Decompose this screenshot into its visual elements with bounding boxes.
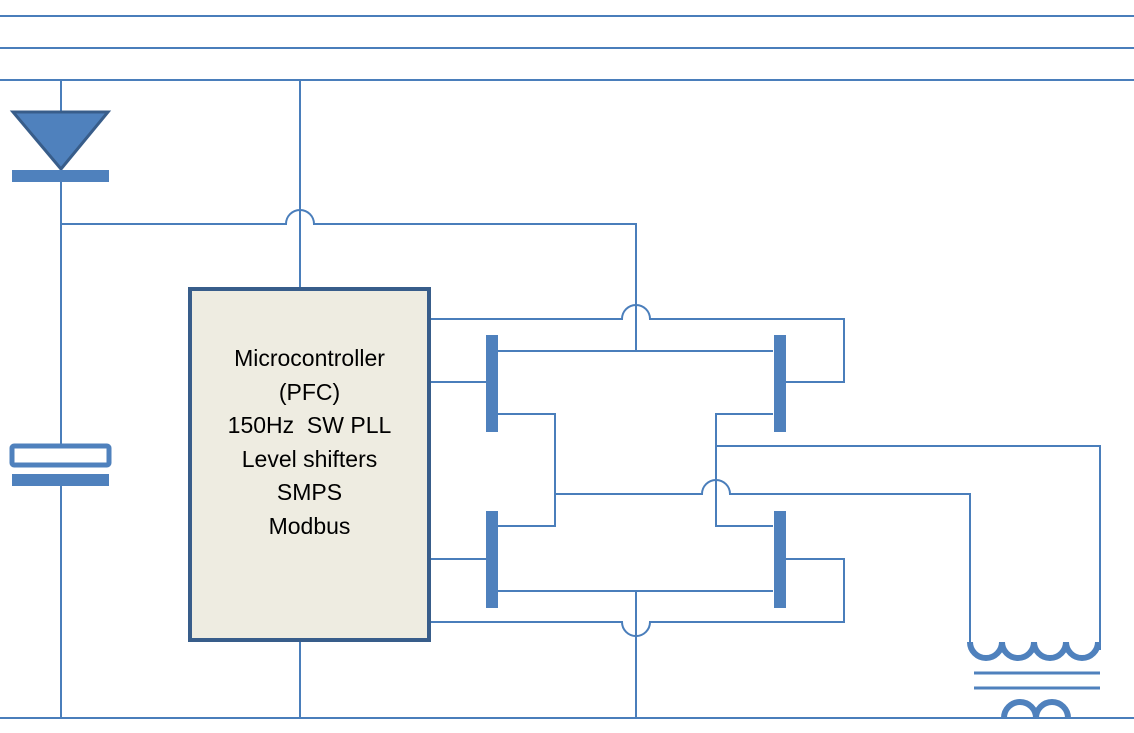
diode-bar [12,170,109,182]
mcu-label-line-3: 150Hz SW PLL [227,412,392,438]
left-output-wire [555,479,971,650]
transistor-q4 [774,511,786,608]
mcu-label-line-5: SMPS [276,479,343,505]
mcu-label-line-2: (PFC) [278,378,341,405]
capacitor-plate-top [9,443,112,468]
transistor-q2 [774,335,786,432]
right-half-bridge-mid [715,413,773,527]
mcu-label-line-6: Modbus [268,512,351,539]
gate-drive-q2 [430,304,845,383]
transistor-q3 [486,511,498,608]
mcu-label-line-1: Microcontroller [234,345,385,371]
right-output-wire [716,445,1101,650]
diode-output-wire [61,209,637,305]
left-half-bridge-mid [498,413,556,527]
h-bridge-transistors [486,335,786,608]
diode-triangle [9,110,112,172]
transformer [967,641,1101,719]
microcontroller-block: Microcontroller (PFC) 150Hz SW PLL Level… [188,287,431,642]
mcu-label-line-4: Level shifters [241,445,378,472]
transformer-secondary-coil [1001,699,1071,719]
transformer-primary-coil [967,641,1101,661]
capacitor [9,443,112,486]
capacitor-plate-bottom [12,474,109,486]
gate-drive-q4 [430,558,845,637]
diode [9,110,112,182]
transistor-q1 [486,335,498,432]
